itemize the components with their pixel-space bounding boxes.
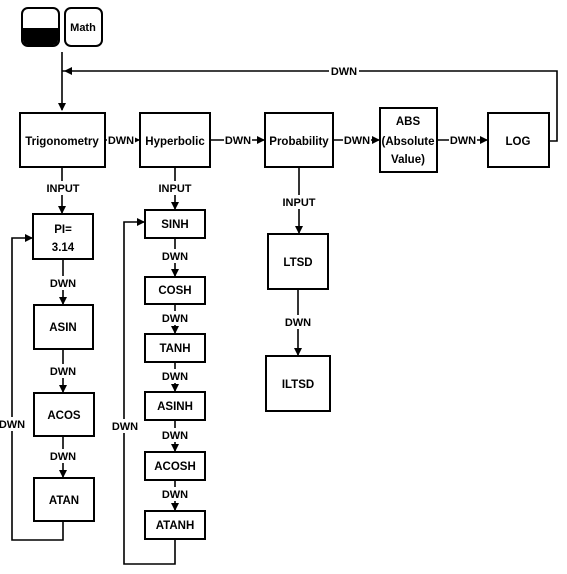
edge-label-sinh-cosh: DWN [162,251,188,263]
node-acosh-label: ACOSH [154,461,196,473]
node-tanh-label: TANH [159,343,190,355]
node-abs: ABS (Absolute Value) [379,107,438,173]
node-asinh: ASINH [144,391,206,421]
edge-label-cosh-tanh: DWN [162,313,188,325]
node-cosh-label: COSH [158,285,191,297]
arrow-atan-loop [11,237,64,541]
edge-label-trig-input: INPUT [47,183,80,195]
edge-label-acosh-atanh: DWN [162,489,188,501]
node-asin: ASIN [33,304,94,350]
edge-label-tanh-asinh: DWN [162,371,188,383]
node-tanh: TANH [144,333,206,363]
edge-label-acos-atan: DWN [50,451,76,463]
edge-label-prob-input: INPUT [283,197,316,209]
node-sinh: SINH [144,209,206,239]
node-cosh: COSH [144,276,206,305]
node-hyperbolic: Hyperbolic [139,112,211,168]
node-hyperbolic-label: Hyperbolic [145,136,205,148]
edge-label-log-loop: DWN [331,66,357,78]
node-probability: Probability [264,112,334,168]
node-abs-label-2: (Absolute [381,136,434,148]
node-abs-label-3: Value) [391,154,425,166]
node-atanh-label: ATANH [156,520,195,532]
node-acos-label: ACOS [47,410,81,422]
node-asin-label: ASIN [49,322,76,334]
edge-label-prob-abs: DWN [344,135,370,147]
node-acosh: ACOSH [144,451,206,481]
node-atan: ATAN [33,477,95,522]
node-iltsd-label: ILTSD [282,379,314,391]
arrow-log-loop [62,70,558,142]
node-trigonometry-label: Trigonometry [25,136,99,148]
edge-label-asin-acos: DWN [50,366,76,378]
edge-label-abs-log: DWN [450,135,476,147]
edge-label-asinh-acosh: DWN [162,430,188,442]
shift-key-icon[interactable] [21,7,60,47]
node-iltsd: ILTSD [265,355,331,412]
node-trigonometry: Trigonometry [19,112,106,168]
node-sinh-label: SINH [161,219,188,231]
node-asinh-label: ASINH [157,401,193,413]
edge-label-hyper-prob: DWN [225,135,251,147]
node-probability-label: Probability [269,136,329,148]
node-ltsd-label: LTSD [283,257,312,269]
node-pi-label-2: 3.14 [52,242,75,254]
node-pi: PI= 3.14 [32,213,94,260]
node-atan-label: ATAN [49,495,79,507]
edge-label-hyper-input: INPUT [159,183,192,195]
arrow-atanh-loop [123,221,176,565]
edge-label-pi-asin: DWN [50,278,76,290]
node-log: LOG [487,112,550,168]
node-atanh: ATANH [144,510,206,540]
node-ltsd: LTSD [267,233,329,290]
edge-label-ltsd-iltsd: DWN [285,317,311,329]
node-log-label: LOG [506,136,531,148]
node-abs-label-1: ABS [396,116,421,128]
edge-label-trig-hyper: DWN [108,135,134,147]
math-key-icon[interactable]: Math [64,7,103,47]
math-key-label: Math [70,22,96,34]
node-pi-label-1: PI= [54,224,72,236]
edge-label-hyper-loop: DWN [112,421,138,433]
node-acos: ACOS [33,392,95,437]
edge-label-trig-loop: DWN [0,419,25,431]
